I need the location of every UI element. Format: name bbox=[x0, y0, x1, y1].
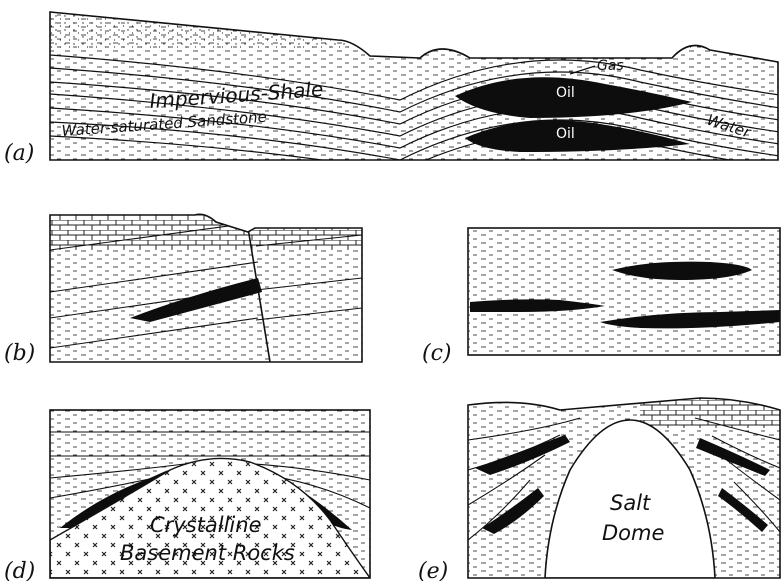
panel-label-d: (d) bbox=[4, 559, 35, 581]
panel-label-b: (b) bbox=[4, 341, 35, 366]
gas-label: Gas bbox=[597, 58, 624, 74]
basement-rocks-label: Basement Rocks bbox=[120, 541, 295, 565]
panel-label-e: (e) bbox=[418, 559, 448, 581]
salt-label: Salt bbox=[610, 491, 651, 515]
panel-c: (c) bbox=[422, 228, 780, 366]
top-sand-texture bbox=[50, 10, 780, 50]
panel-d: Crystalline Basement Rocks (d) bbox=[4, 410, 370, 581]
oil-label-upper: Oil bbox=[556, 85, 575, 101]
crystalline-label: Crystalline bbox=[150, 513, 262, 537]
panel-a: Impervious-Shale Water-saturated Sandsto… bbox=[4, 10, 780, 172]
panel-label-c: (c) bbox=[422, 341, 452, 366]
panel-label-a: (a) bbox=[4, 141, 34, 166]
dome-label: Dome bbox=[602, 521, 664, 545]
panel-e: Salt Dome (e) bbox=[418, 398, 780, 581]
panel-b: (b) bbox=[4, 210, 365, 366]
oil-label-lower: Oil bbox=[556, 126, 575, 142]
shale-texture-c bbox=[468, 228, 780, 355]
limestone-cap-e bbox=[640, 398, 780, 428]
